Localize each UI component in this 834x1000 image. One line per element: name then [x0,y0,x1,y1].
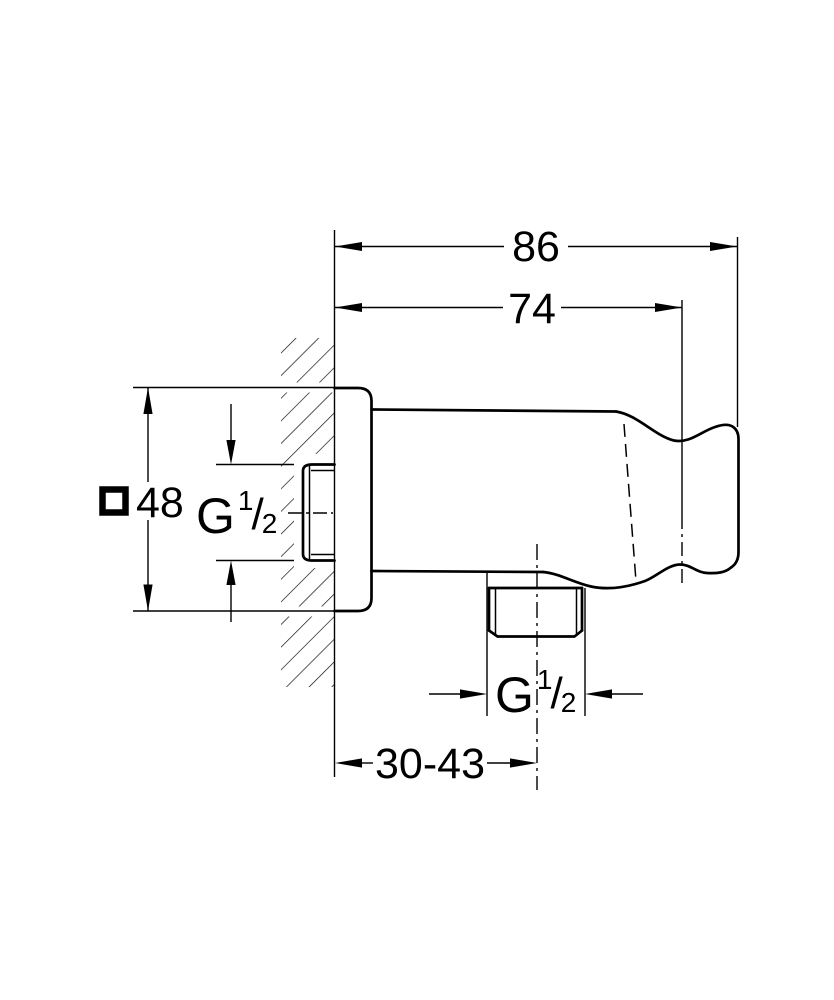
dim-label-body-depth: 74 [508,285,556,333]
rear-thread-outline [301,463,336,562]
body-top-edge [370,408,618,413]
dimension-overall-depth: 86 [335,223,737,271]
mounting-flange-outline [333,386,373,613]
dim-label-overall-depth: 86 [512,223,560,271]
fitting-outline [301,386,740,638]
body-bottom-edge [370,569,545,574]
dim-label-flange-square: 48 [136,479,184,527]
holder-bottom-contour [541,563,733,590]
dimension-wall-distance: 30-43 [335,740,537,788]
outlet-hex-outline [487,586,584,638]
extension-lines [133,237,739,790]
square-symbol [99,486,129,516]
dimension-body-depth: 74 [335,285,682,333]
holder-hidden-edge [623,423,637,582]
holder-top-contour [614,410,740,569]
dim-label-wall-distance: 30-43 [375,740,485,788]
dimension-flange-square: 48 [99,387,184,611]
